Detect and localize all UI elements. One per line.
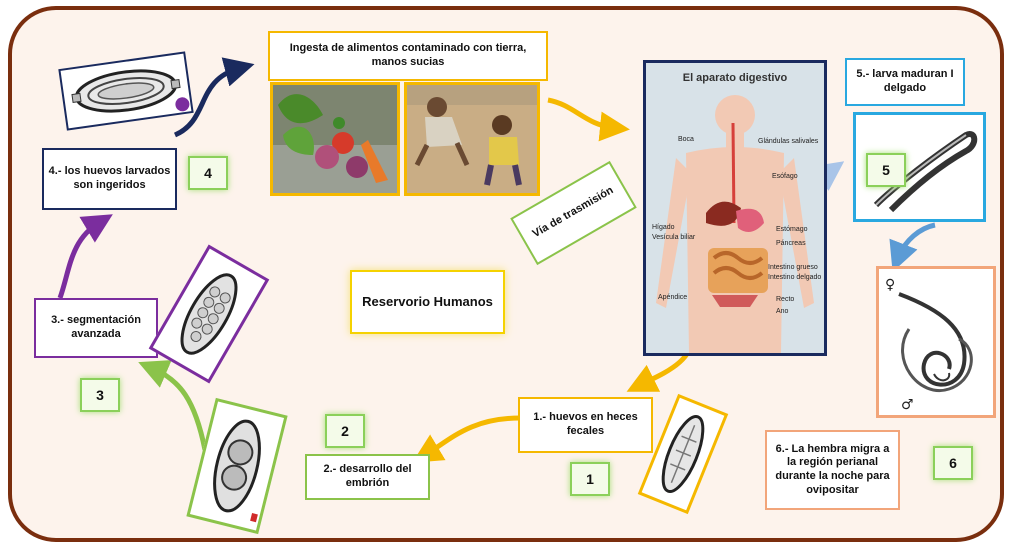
arrow-step1-to-step2 bbox=[425, 418, 520, 455]
organ-label-intestino-delgado: Intestino delgado bbox=[768, 274, 821, 281]
organ-label-glandulas-salivales: Glándulas salivales bbox=[758, 138, 819, 145]
children-playing-soil-photo bbox=[404, 82, 540, 196]
female-symbol: ♀ bbox=[885, 277, 895, 293]
step-2-box: 2.- desarrollo del embrión bbox=[305, 454, 430, 500]
ingesta-label: Ingesta de alimentos contaminado con tie… bbox=[274, 42, 542, 70]
step-1-number: 1 bbox=[570, 462, 610, 496]
step-1-label: 1.- huevos en heces fecales bbox=[524, 411, 647, 439]
organ-label-recto: Recto bbox=[776, 296, 794, 303]
organ-label-boca: Boca bbox=[678, 136, 694, 143]
step-4-box: 4.- los huevos larvados son ingeridos bbox=[42, 148, 177, 210]
step-6-number: 6 bbox=[933, 446, 973, 480]
step-6-label: 6.- La hembra migra a la región perianal… bbox=[771, 443, 894, 498]
step-3-box: 3.- segmentación avanzada bbox=[34, 298, 158, 358]
ingesta-box: Ingesta de alimentos contaminado con tie… bbox=[268, 31, 548, 81]
step-2-label: 2.- desarrollo del embrión bbox=[311, 463, 424, 491]
step-6-box: 6.- La hembra migra a la región perianal… bbox=[765, 430, 900, 510]
reservorio-label: Reservorio Humanos bbox=[362, 294, 493, 310]
step-5-box: 5.- larva maduran I delgado bbox=[845, 58, 965, 106]
step-5-number: 5 bbox=[866, 153, 906, 187]
digestive-system-diagram: El aparato digestivo Boca Glándulas sali… bbox=[643, 60, 827, 356]
male-symbol: ♂ bbox=[901, 397, 914, 413]
step-1-box: 1.- huevos en heces fecales bbox=[518, 397, 653, 453]
adult-worms-image: ♀ ♂ bbox=[876, 266, 996, 418]
organ-label-estomago: Estómago bbox=[776, 226, 808, 233]
step-5-label: 5.- larva maduran I delgado bbox=[851, 68, 959, 96]
step-3-number: 3 bbox=[80, 378, 120, 412]
step-3-label: 3.- segmentación avanzada bbox=[40, 314, 152, 342]
step-2-number: 2 bbox=[325, 414, 365, 448]
vegetables-photo bbox=[270, 82, 400, 196]
organ-label-intestino-grueso: Intestino grueso bbox=[768, 264, 818, 271]
organ-label-esofago: Esófago bbox=[772, 173, 798, 180]
organ-label-higado: Hígado bbox=[652, 224, 675, 231]
organ-label-ano: Ano bbox=[776, 308, 789, 315]
arrow-step2-to-step3 bbox=[152, 368, 205, 450]
reservorio-box: Reservorio Humanos bbox=[350, 270, 505, 334]
arrow-step3-to-step4 bbox=[60, 222, 100, 298]
organ-label-vesicula-biliar: Vesícula biliar bbox=[652, 234, 696, 241]
organ-label-apendice: Apéndice bbox=[658, 294, 687, 301]
organ-label-pancreas: Páncreas bbox=[776, 240, 806, 247]
arrow-step5-to-step6 bbox=[898, 225, 935, 258]
arrow-ingesta-to-digestive bbox=[548, 100, 615, 128]
step-4-label: 4.- los huevos larvados son ingeridos bbox=[48, 165, 171, 193]
step-4-number: 4 bbox=[188, 156, 228, 190]
digestive-title: El aparato digestivo bbox=[683, 72, 788, 84]
